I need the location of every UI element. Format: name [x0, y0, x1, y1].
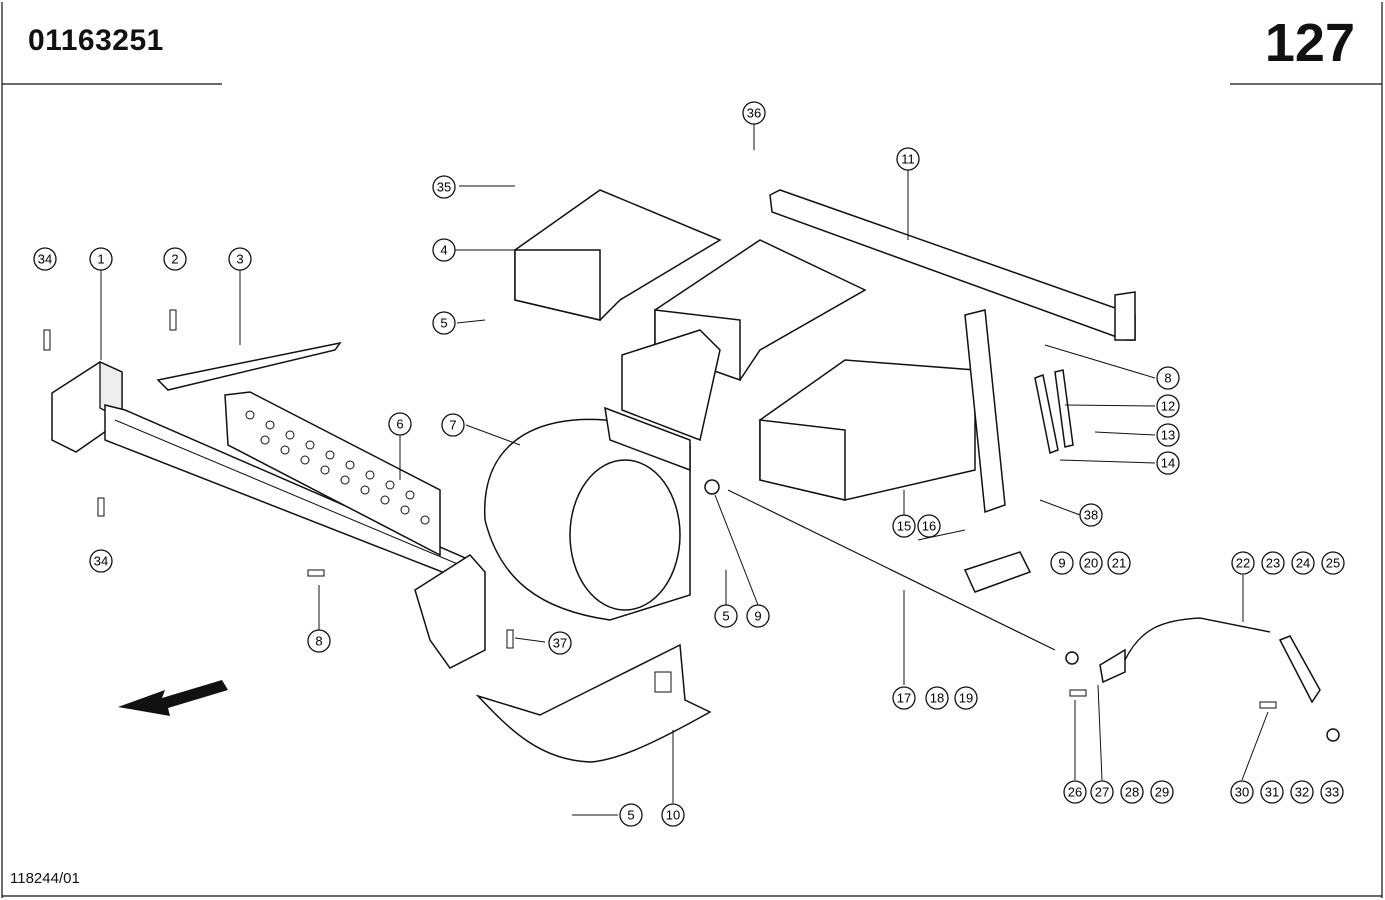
svg-text:26: 26 [1068, 785, 1082, 800]
svg-text:1: 1 [97, 252, 104, 267]
callout-12: 12 [1156, 394, 1180, 418]
svg-text:5: 5 [440, 316, 447, 331]
svg-text:30: 30 [1235, 785, 1249, 800]
callout-15: 15 [892, 514, 916, 538]
callout-5-bottom: 5 [619, 803, 643, 827]
svg-text:34: 34 [38, 252, 52, 267]
svg-text:33: 33 [1325, 785, 1339, 800]
callout-7: 7 [441, 413, 465, 437]
callout-35: 35 [432, 175, 456, 199]
callout-3: 3 [228, 247, 252, 271]
svg-text:31: 31 [1265, 785, 1279, 800]
svg-text:4: 4 [440, 243, 447, 258]
svg-text:14: 14 [1161, 456, 1175, 471]
part-drawings [43, 189, 1340, 763]
svg-text:7: 7 [449, 418, 456, 433]
callout-9-mid: 9 [746, 604, 770, 628]
svg-text:5: 5 [722, 609, 729, 624]
svg-text:29: 29 [1155, 785, 1169, 800]
callout-11: 11 [896, 147, 920, 171]
callout-6: 6 [388, 412, 412, 436]
svg-text:37: 37 [553, 636, 567, 651]
callout-33: 33 [1320, 780, 1344, 804]
svg-text:3: 3 [236, 252, 243, 267]
callout-25: 25 [1321, 551, 1345, 575]
svg-text:20: 20 [1084, 556, 1098, 571]
svg-text:15: 15 [897, 519, 911, 534]
callout-37: 37 [548, 631, 572, 655]
callout-9-right: 9 [1050, 551, 1074, 575]
svg-text:27: 27 [1095, 785, 1109, 800]
callout-32: 32 [1290, 780, 1314, 804]
svg-text:9: 9 [1058, 556, 1065, 571]
callout-5-top: 5 [432, 311, 456, 335]
callout-28: 28 [1120, 780, 1144, 804]
svg-text:5: 5 [627, 808, 634, 823]
svg-text:34: 34 [94, 554, 108, 569]
page-number: 127 [1264, 13, 1355, 73]
svg-text:32: 32 [1295, 785, 1309, 800]
svg-text:38: 38 [1084, 508, 1098, 523]
part-number: 01163251 [28, 24, 164, 57]
svg-text:22: 22 [1236, 556, 1250, 571]
svg-text:11: 11 [901, 152, 915, 167]
callout-36: 36 [742, 101, 766, 125]
callout-8-right: 8 [1156, 366, 1180, 390]
callout-1: 1 [89, 247, 113, 271]
callout-13: 13 [1156, 423, 1180, 447]
drawing-reference: 118244/01 [10, 870, 80, 887]
svg-text:23: 23 [1266, 556, 1280, 571]
svg-text:13: 13 [1161, 428, 1175, 443]
callout-5-mid: 5 [714, 604, 738, 628]
callout-16: 16 [917, 514, 941, 538]
callout-24: 24 [1291, 551, 1315, 575]
callout-27: 27 [1090, 780, 1114, 804]
callout-18: 18 [925, 686, 949, 710]
svg-text:9: 9 [754, 609, 761, 624]
callout-20: 20 [1079, 551, 1103, 575]
svg-text:10: 10 [666, 808, 680, 823]
callout-4: 4 [432, 238, 456, 262]
callout-29: 29 [1150, 780, 1174, 804]
svg-text:35: 35 [437, 180, 451, 195]
leader-lines [100, 124, 1269, 816]
callout-30: 30 [1230, 780, 1254, 804]
callout-17: 17 [892, 686, 916, 710]
callout-2: 2 [163, 247, 187, 271]
svg-text:2: 2 [171, 252, 178, 267]
svg-text:28: 28 [1125, 785, 1139, 800]
svg-text:24: 24 [1296, 556, 1310, 571]
callout-23: 23 [1261, 551, 1285, 575]
svg-text:12: 12 [1161, 399, 1175, 414]
svg-text:21: 21 [1112, 556, 1126, 571]
callout-21: 21 [1107, 551, 1131, 575]
callout-19: 19 [954, 686, 978, 710]
svg-text:8: 8 [315, 634, 322, 649]
svg-text:17: 17 [897, 691, 911, 706]
svg-text:16: 16 [922, 519, 936, 534]
arrow-icon [118, 680, 228, 716]
callout-31: 31 [1260, 780, 1284, 804]
callout-34-bottom: 34 [89, 549, 113, 573]
svg-text:6: 6 [396, 417, 403, 432]
svg-text:18: 18 [930, 691, 944, 706]
callout-38: 38 [1079, 503, 1103, 527]
callout-26: 26 [1063, 780, 1087, 804]
callout-14: 14 [1156, 451, 1180, 475]
svg-text:25: 25 [1326, 556, 1340, 571]
svg-text:8: 8 [1164, 371, 1171, 386]
svg-text:36: 36 [747, 106, 761, 121]
callout-8-left: 8 [307, 629, 331, 653]
callout-34-top: 34 [33, 247, 57, 271]
callout-10: 10 [661, 803, 685, 827]
callout-22: 22 [1231, 551, 1255, 575]
svg-text:19: 19 [959, 691, 973, 706]
